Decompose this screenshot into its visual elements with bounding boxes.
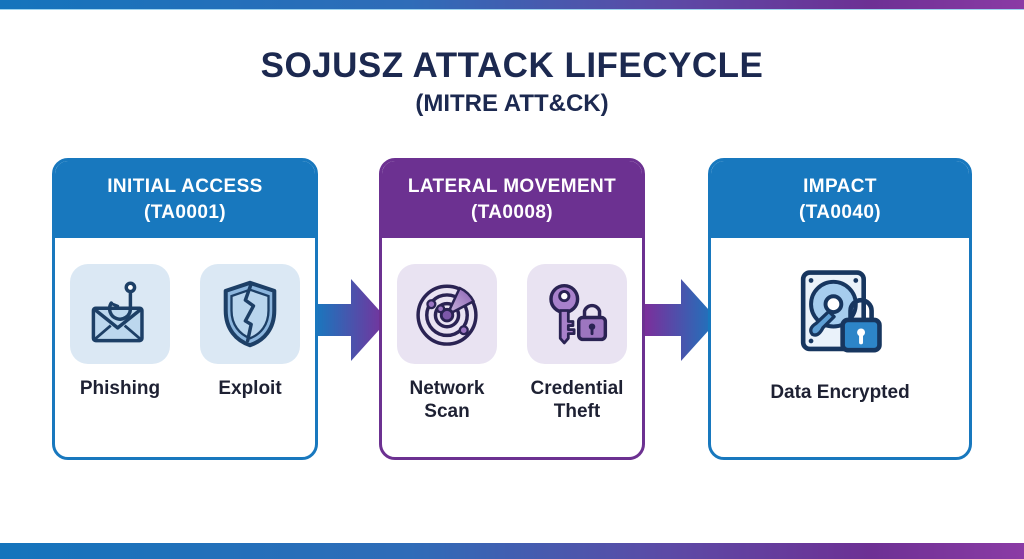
stage-header-lateral-movement: LATERAL MOVEMENT (TA0008) xyxy=(382,161,642,238)
top-gradient-bar xyxy=(0,0,1024,10)
stage-header-initial-access: INITIAL ACCESS (TA0001) xyxy=(55,161,315,238)
stage-name: IMPACT xyxy=(803,175,877,197)
technique-exploit: Exploit xyxy=(194,264,306,400)
flow-arrow-blue-to-purple xyxy=(315,279,388,361)
stage-tactic-id: (TA0001) xyxy=(143,201,227,223)
stage-card-impact: IMPACT (TA0040) xyxy=(708,158,972,460)
phishing-hook-envelope-icon xyxy=(91,281,144,343)
stage-card-lateral-movement: LATERAL MOVEMENT (TA0008) xyxy=(379,158,645,460)
page-subtitle: (MITRE ATT&CK) xyxy=(415,90,609,117)
technique-network-scan: Network Scan xyxy=(391,264,503,423)
stage-name: LATERAL MOVEMENT xyxy=(407,175,617,197)
stage-name: INITIAL ACCESS xyxy=(107,175,263,197)
technique-label: Phishing xyxy=(79,378,161,399)
exploit-tile xyxy=(200,264,300,364)
radar-scan-icon xyxy=(416,284,478,346)
technique-label: Data Encrypted xyxy=(770,382,910,403)
stage-tactic-id: (TA0040) xyxy=(798,201,882,223)
network-scan-tile xyxy=(397,264,497,364)
stage-body-lateral-movement: Network Scan Credential Theft xyxy=(382,238,642,457)
data-encrypted-tile xyxy=(784,264,896,368)
technique-phishing: Phishing xyxy=(64,264,176,400)
stage-card-initial-access: INITIAL ACCESS (TA0001) Phishing xyxy=(52,158,318,460)
stage-tactic-id: (TA0008) xyxy=(470,201,554,223)
phishing-tile xyxy=(70,264,170,364)
page-title: SOJUSZ ATTACK LIFECYCLE xyxy=(260,46,764,85)
stage-header-impact: IMPACT (TA0040) xyxy=(711,161,969,238)
technique-label: Network Scan xyxy=(409,378,485,423)
stage-body-initial-access: Phishing Exploit xyxy=(55,238,315,457)
technique-label: Exploit xyxy=(218,378,282,399)
bottom-gradient-bar xyxy=(0,543,1024,559)
key-padlock-icon xyxy=(549,283,608,345)
technique-credential-theft: Credential Theft xyxy=(521,264,633,423)
credential-theft-tile xyxy=(527,264,627,364)
encrypted-hard-drive-icon xyxy=(800,270,882,353)
cracked-shield-icon xyxy=(223,280,277,348)
technique-data-encrypted: Data Encrypted xyxy=(770,264,910,404)
technique-label: Credential Theft xyxy=(530,378,624,423)
stage-body-impact: Data Encrypted xyxy=(711,238,969,457)
flow-arrow-purple-to-blue xyxy=(645,279,718,361)
